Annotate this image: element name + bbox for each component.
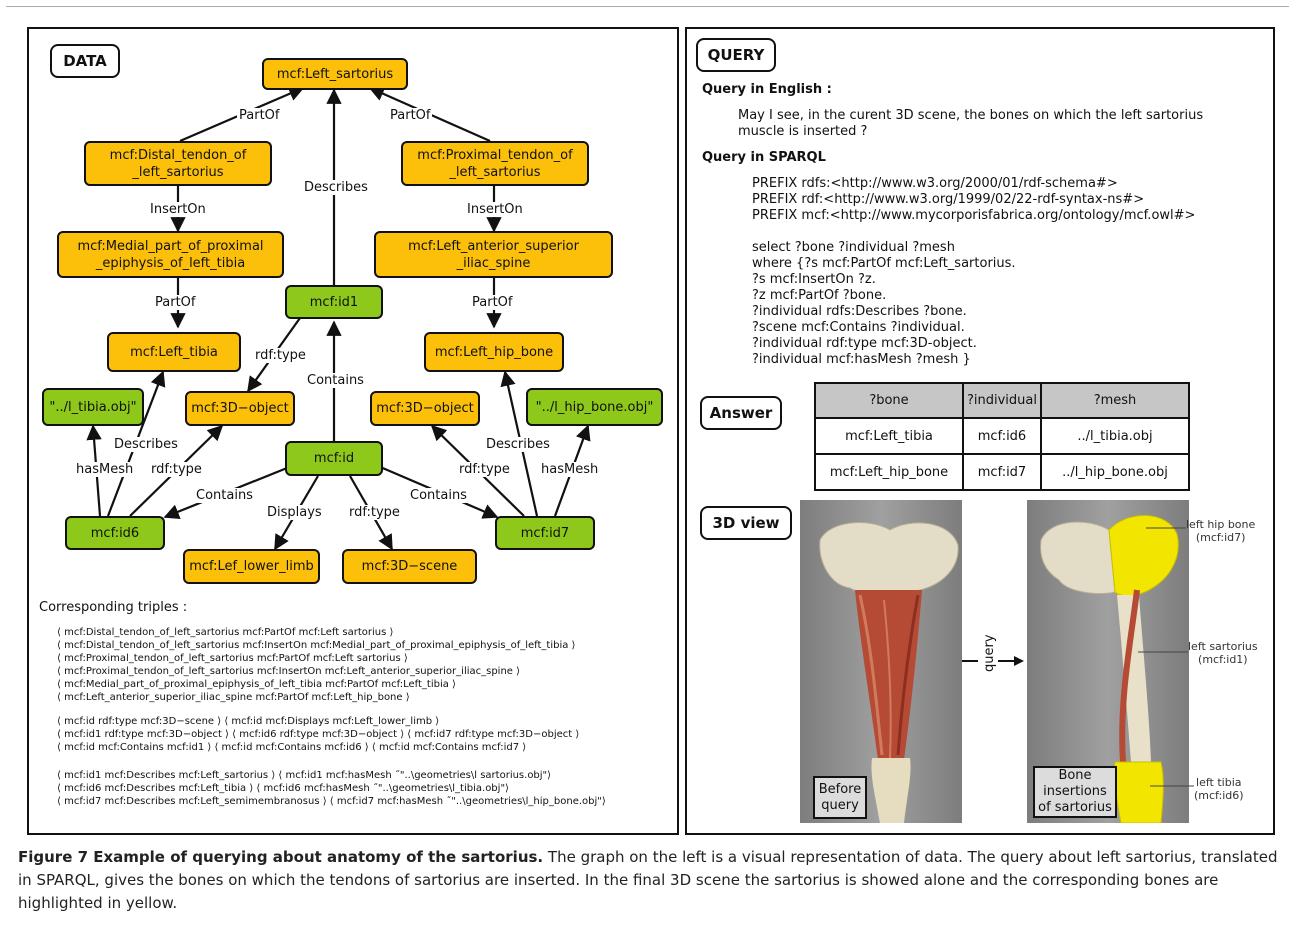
sparql-line: PREFIX mcf:<http://www.mycorporisfabrica… <box>752 208 1196 223</box>
triple-line: ⟨ mcf:id7 mcf:Describes mcf:Left_semimem… <box>57 796 606 807</box>
label-contains-id7: Contains <box>408 488 469 503</box>
leg-muscles-illustration <box>800 500 962 823</box>
answer-cell: mcf:Left_tibia <box>814 417 964 455</box>
query-english-line-1: May I see, in the curent 3D scene, the b… <box>738 108 1204 123</box>
node-left-sartorius: mcf:Left_sartorius <box>262 58 408 90</box>
label-partof-left: PartOf <box>237 108 282 123</box>
table-row: mcf:Left_hip_bone mcf:id7 ../l_hip_bone.… <box>814 453 1190 491</box>
answer-cell: ../l_hip_bone.obj <box>1040 453 1190 491</box>
query-arrow <box>962 656 1024 666</box>
triple-line: ⟨ mcf:Medial_part_of_proximal_epiphysis_… <box>57 679 456 690</box>
answer-header-row: ?bone ?individual ?mesh <box>814 382 1190 419</box>
after-query-label: Bone insertions of sartorius <box>1033 766 1117 818</box>
node-tibia-obj: "../l_tibia.obj" <box>42 388 144 426</box>
answer-header-individual: ?individual <box>962 382 1042 419</box>
query-sparql-title: Query in SPARQL <box>702 150 826 165</box>
node-3d-scene: mcf:3D−scene <box>342 549 477 584</box>
answer-cell: mcf:id7 <box>962 453 1042 491</box>
query-tag: QUERY <box>696 38 776 72</box>
sparql-line: ?individual mcf:hasMesh ?mesh } <box>752 352 971 367</box>
node-proximal-tendon: mcf:Proximal_tendon_of _left_sartorius <box>401 141 589 186</box>
label-rdftype-id1: rdf:type <box>253 348 308 363</box>
label-displays: Displays <box>265 505 324 520</box>
sparql-line: ?individual rdfs:Describes ?bone. <box>752 304 967 319</box>
after-query-view: Bone insertions of sartorius <box>1027 500 1189 823</box>
node-id: mcf:id <box>285 441 383 476</box>
caption-body: The graph on the left is a visual repres… <box>18 848 1278 912</box>
label-contains-id1: Contains <box>305 373 366 388</box>
label-partof-hip: PartOf <box>470 295 515 310</box>
label-rdftype-scene: rdf:type <box>347 505 402 520</box>
label-hasmesh-left: hasMesh <box>74 462 136 477</box>
answer-header-mesh: ?mesh <box>1040 382 1190 419</box>
node-left-hip-bone: mcf:Left_hip_bone <box>424 332 564 372</box>
label-inserton-right: InsertOn <box>465 202 525 217</box>
node-lower-limb: mcf:Lef_lower_limb <box>183 549 320 584</box>
label-describes-left: Describes <box>112 437 180 452</box>
triple-line: ⟨ mcf:id mcf:Contains mcf:id1 ⟩ ⟨ mcf:id… <box>57 742 527 753</box>
annotation-sartorius: left sartorius (mcf:id1) <box>1188 640 1258 666</box>
label-describes-right: Describes <box>484 437 552 452</box>
table-row: mcf:Left_tibia mcf:id6 ../l_tibia.obj <box>814 417 1190 455</box>
before-query-view: Before query <box>800 500 962 823</box>
sparql-line: PREFIX rdf:<http://www.w3.org/1999/02/22… <box>752 192 1145 207</box>
triple-line: ⟨ mcf:Left_anterior_superior_iliac_spine… <box>57 692 410 703</box>
triple-line: ⟨ mcf:Distal_tendon_of_left_sartorius mc… <box>57 627 394 638</box>
node-medial-part: mcf:Medial_part_of_proximal _epiphysis_o… <box>57 231 284 278</box>
answer-cell: mcf:id6 <box>962 417 1042 455</box>
label-inserton-left: InsertOn <box>148 202 208 217</box>
answer-cell: mcf:Left_hip_bone <box>814 453 964 491</box>
3d-view-tag: 3D view <box>700 506 792 540</box>
node-id1: mcf:id1 <box>285 285 383 319</box>
sparql-line: ?s mcf:InsertOn ?z. <box>752 272 876 287</box>
answer-table: ?bone ?individual ?mesh mcf:Left_tibia m… <box>814 382 1190 491</box>
triple-line: ⟨ mcf:id1 mcf:Describes mcf:Left_sartori… <box>57 770 552 781</box>
answer-tag: Answer <box>700 396 782 430</box>
answer-cell: ../l_tibia.obj <box>1040 417 1190 455</box>
label-describes-top: Describes <box>302 180 370 195</box>
triple-line: ⟨ mcf:id1 rdf:type mcf:3D−object ⟩ ⟨ mcf… <box>57 729 580 740</box>
top-divider <box>6 6 1289 7</box>
sparql-line: PREFIX rdfs:<http://www.w3.org/2000/01/r… <box>752 176 1118 191</box>
sparql-line: ?z mcf:PartOf ?bone. <box>752 288 887 303</box>
label-contains-id6: Contains <box>194 488 255 503</box>
annotation-tibia: left tibia (mcf:id6) <box>1194 776 1244 802</box>
node-anterior-spine: mcf:Left_anterior_superior _iliac_spine <box>374 231 613 278</box>
sparql-line: where {?s mcf:PartOf mcf:Left_sartorius. <box>752 256 1016 271</box>
label-hasmesh-right: hasMesh <box>539 462 601 477</box>
triple-line: ⟨ mcf:Proximal_tendon_of_left_sartorius … <box>57 666 521 677</box>
node-3d-object-right: mcf:3D−object <box>370 391 480 426</box>
triples-title: Corresponding triples : <box>39 600 188 615</box>
label-partof-right: PartOf <box>388 108 433 123</box>
annotation-hip: left hip bone (mcf:id7) <box>1186 518 1256 544</box>
triple-line: ⟨ mcf:id6 mcf:Describes mcf:Left_tibia ⟩… <box>57 783 509 794</box>
node-id6: mcf:id6 <box>65 516 165 550</box>
figure-caption: Figure 7 Example of querying about anato… <box>18 846 1278 915</box>
node-3d-object-left: mcf:3D−object <box>185 391 295 426</box>
label-rdftype-left: rdf:type <box>149 462 204 477</box>
sparql-line: ?individual rdf:type mcf:3D-object. <box>752 336 977 351</box>
node-distal-tendon: mcf:Distal_tendon_of _left_sartorius <box>84 141 272 186</box>
triple-line: ⟨ mcf:id rdf:type mcf:3D−scene ⟩ ⟨ mcf:i… <box>57 716 440 727</box>
node-id7: mcf:id7 <box>495 516 595 550</box>
label-partof-tibia: PartOf <box>153 295 198 310</box>
query-english-line-2: muscle is inserted ? <box>738 124 868 139</box>
answer-header-bone: ?bone <box>814 382 964 419</box>
caption-title: Figure 7 Example of querying about anato… <box>18 848 544 866</box>
query-english-title: Query in English : <box>702 82 832 97</box>
triple-line: ⟨ mcf:Proximal_tendon_of_left_sartorius … <box>57 653 408 664</box>
label-rdftype-right: rdf:type <box>457 462 512 477</box>
triple-line: ⟨ mcf:Distal_tendon_of_left_sartorius mc… <box>57 640 576 651</box>
sparql-line: ?scene mcf:Contains ?individual. <box>752 320 965 335</box>
data-tag: DATA <box>50 44 120 78</box>
before-query-label: Before query <box>813 776 867 819</box>
node-hip-obj: "../l_hip_bone.obj" <box>526 388 663 426</box>
node-left-tibia: mcf:Left_tibia <box>107 332 241 372</box>
sparql-line: select ?bone ?individual ?mesh <box>752 240 955 255</box>
